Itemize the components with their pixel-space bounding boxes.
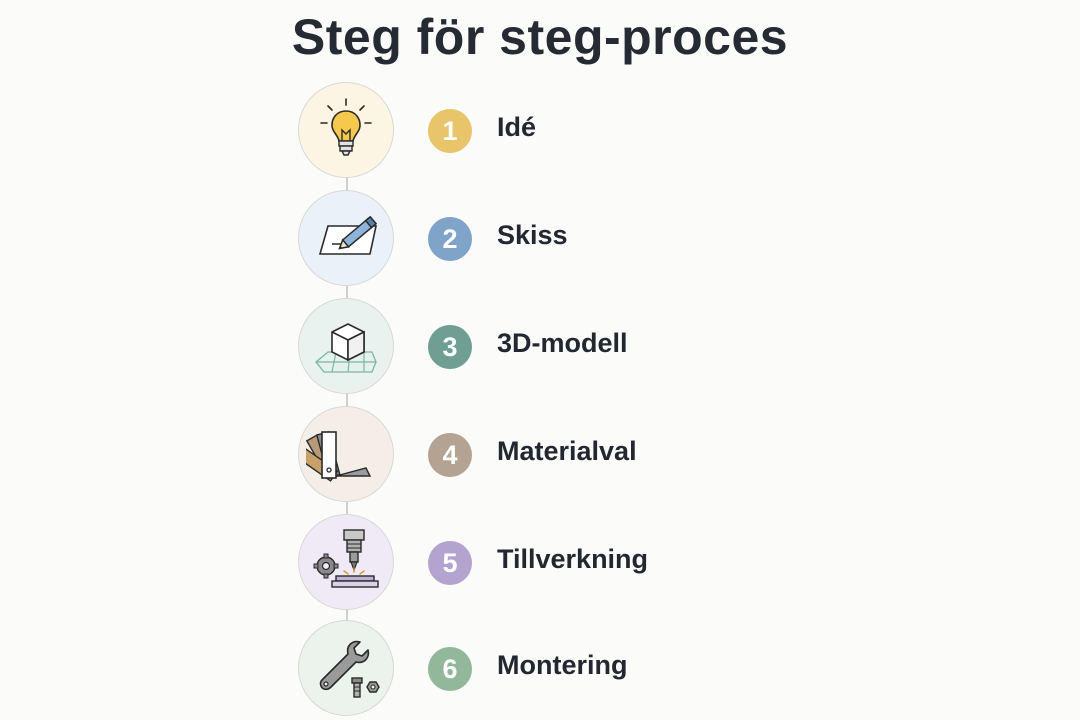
step-3: 3 3D-modell (0, 296, 1080, 396)
step-1-label: Idé (497, 112, 537, 142)
step-4: 4 Materialval (0, 404, 1080, 504)
step-5-number-badge: 5 (428, 541, 472, 585)
step-2-label: Skiss (497, 220, 568, 250)
step-1-icon-circle (298, 82, 394, 178)
step-6-icon-circle (298, 620, 394, 716)
cube-grid-icon (315, 323, 377, 373)
cnc-machine-icon (313, 529, 379, 588)
step-5-label: Tillverkning (497, 544, 649, 574)
step-3-label: 3D-modell (497, 328, 628, 358)
pencil-sketch-icon (318, 215, 378, 255)
step-1-number-badge: 1 (428, 109, 472, 153)
step-5: 5 Tillverkning (0, 512, 1080, 612)
material-swatches-icon (306, 431, 372, 482)
step-6: 6 Montering (0, 618, 1080, 718)
step-1: 1 Idé (0, 80, 1080, 180)
step-5-icon-circle (298, 514, 394, 610)
step-4-number-badge: 4 (428, 433, 472, 477)
lightbulb-icon (320, 98, 372, 156)
wrench-bolt-icon (319, 640, 380, 698)
step-6-label: Montering (497, 650, 628, 680)
step-2-number-badge: 2 (428, 217, 472, 261)
page-title: Steg för steg-proces (291, 9, 789, 65)
step-4-label: Materialval (497, 436, 637, 466)
step-2-icon-circle (298, 190, 394, 286)
step-4-icon-circle (298, 406, 394, 502)
step-6-number-badge: 6 (428, 647, 472, 691)
step-3-number-badge: 3 (428, 325, 472, 369)
step-2: 2 Skiss (0, 188, 1080, 288)
step-3-icon-circle (298, 298, 394, 394)
